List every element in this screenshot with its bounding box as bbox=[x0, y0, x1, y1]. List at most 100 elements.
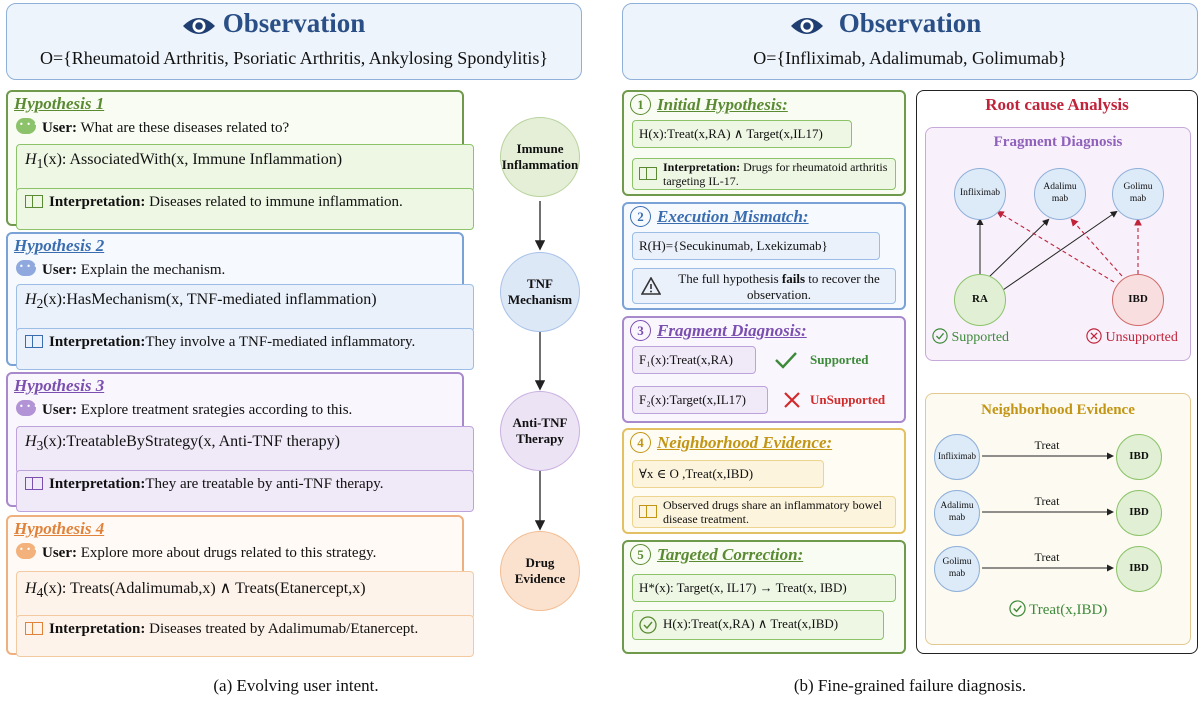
disease-node-ibd: IBD bbox=[1116, 546, 1162, 592]
left-observation-box: Observation O={Rheumatoid Arthritis, Pso… bbox=[6, 3, 582, 80]
eye-icon bbox=[791, 18, 823, 34]
chain-node-immune-inflammation: Immune Inflammation bbox=[500, 117, 580, 197]
edge-label: Treat bbox=[1034, 550, 1060, 564]
fragment-2: F₂(x):Target(x,IL17) bbox=[632, 386, 768, 414]
chat-bubble-icon bbox=[16, 260, 38, 276]
observation-set: O={Rheumatoid Arthritis, Psoriatic Arthr… bbox=[40, 48, 548, 68]
hypothesis-formula: H1(x): AssociatedWith(x, Immune Inflamma… bbox=[16, 144, 474, 192]
hypothesis-formula: H3(x):TreatableByStrategy(x, Anti-TNF th… bbox=[16, 426, 474, 474]
rca-title: Root cause Analysis bbox=[985, 95, 1129, 114]
fragment-panel-title: Fragment Diagnosis bbox=[993, 134, 1123, 150]
check-icon bbox=[775, 352, 797, 369]
hypothesis-title: Hypothesis 3 bbox=[14, 376, 105, 395]
drug-node-infliximab: Infliximab bbox=[934, 434, 980, 480]
book-icon bbox=[25, 195, 43, 208]
hypothesis-title: Hypothesis 2 bbox=[14, 236, 105, 255]
interpretation: Interpretation: Diseases treated by Adal… bbox=[16, 615, 474, 657]
warning-message: The full hypothesis fails to recover the… bbox=[632, 268, 896, 304]
neighborhood-panel-title: Neighborhood Evidence bbox=[981, 402, 1135, 418]
disease-node-ibd: IBD bbox=[1116, 434, 1162, 480]
user-query: User: What are these diseases related to… bbox=[16, 118, 289, 137]
hypothesis-formula: H2(x):HasMechanism(x, TNF-mediated infla… bbox=[16, 284, 474, 332]
hypothesis-3-box: Hypothesis 3 User: Explore treatment sra… bbox=[6, 372, 474, 512]
drug-node-golimumab: Golimu mab bbox=[1112, 168, 1164, 220]
edge-label: Treat bbox=[1034, 438, 1060, 452]
book-icon bbox=[25, 335, 43, 348]
interpretation: Interpretation: Diseases related to immu… bbox=[16, 188, 474, 230]
user-query: User: Explore treatment srategies accord… bbox=[16, 400, 352, 419]
chain-arrows bbox=[534, 201, 546, 531]
fragment-2-status: UnSupported bbox=[810, 392, 886, 407]
interpretation: Interpretation: Drugs for rheumatoid art… bbox=[632, 158, 896, 190]
hypothesis-formula: H(x):Treat(x,RA) ∧ Target(x,IL17) bbox=[632, 120, 852, 148]
chain-node-drug-evidence: Drug Evidence bbox=[500, 531, 580, 611]
drug-node-adalimumab: Adalimu mab bbox=[1034, 168, 1086, 220]
fragment-1: F₁(x):Treat(x,RA) bbox=[632, 346, 756, 374]
fragment-edges bbox=[976, 210, 1142, 293]
book-icon bbox=[25, 477, 43, 490]
drug-node-adalimumab: Adalimu mab bbox=[934, 490, 980, 536]
interpretation: Interpretation:They are treatable by ant… bbox=[16, 470, 474, 512]
check-circle-icon bbox=[1008, 600, 1026, 617]
disease-node-ibd: IBD bbox=[1116, 490, 1162, 536]
hypothesis-2-box: Hypothesis 2 User: Explain the mechanism… bbox=[6, 232, 474, 370]
warning-icon bbox=[641, 277, 661, 295]
drug-node-golimumab: Golimu mab bbox=[934, 546, 980, 592]
observation-set: O={Infliximab, Adalimumab, Golimumab} bbox=[753, 48, 1067, 68]
unsupported-label: Unsupported bbox=[1086, 328, 1178, 346]
neighborhood-conclusion: Treat(x,IBD) bbox=[926, 600, 1190, 619]
chat-bubble-icon bbox=[16, 118, 38, 134]
interpretation: Interpretation:They involve a TNF-mediat… bbox=[16, 328, 474, 370]
neighborhood-evidence-panel: Neighborhood Evidence Treat Treat Treat … bbox=[925, 393, 1191, 645]
chat-bubble-icon bbox=[16, 400, 38, 416]
chain-node-tnf-mechanism: TNF Mechanism bbox=[500, 252, 580, 332]
hypothesis-1-box: Hypothesis 1 User: What are these diseas… bbox=[6, 90, 474, 230]
step-number: 1 bbox=[630, 94, 651, 115]
chat-bubble-icon bbox=[16, 543, 38, 559]
cross-circle-icon bbox=[1086, 328, 1102, 344]
root-cause-analysis-box: Root cause Analysis Fragment Diagnosis I… bbox=[916, 90, 1198, 654]
step-number: 4 bbox=[630, 432, 651, 453]
correction-formula: H*(x): Target(x, IL17) → Treat(x, IBD) bbox=[632, 574, 896, 602]
caption-b: (b) Fine-grained failure diagnosis. bbox=[793, 676, 1027, 695]
neighborhood-edges bbox=[982, 452, 1114, 572]
disease-node-ibd: IBD bbox=[1112, 274, 1164, 326]
evidence-formula: ∀x ∈ O ,Treat(x,IBD) bbox=[632, 460, 824, 488]
supported-label: Supported bbox=[932, 328, 1009, 346]
fragment-diagnosis-panel: Fragment Diagnosis Infliximab Adalimu ma… bbox=[925, 127, 1191, 361]
drug-node-infliximab: Infliximab bbox=[954, 168, 1006, 220]
eye-icon bbox=[183, 18, 215, 34]
step-number: 2 bbox=[630, 206, 651, 227]
caption-a: (a) Evolving user intent. bbox=[213, 676, 379, 695]
book-icon bbox=[25, 622, 43, 635]
check-circle-icon bbox=[932, 328, 948, 344]
user-query: User: Explain the mechanism. bbox=[16, 260, 225, 279]
user-query: User: Explore more about drugs related t… bbox=[16, 543, 376, 562]
right-observation-box: Observation O={Infliximab, Adalimumab, G… bbox=[622, 3, 1198, 80]
edge-label: Treat bbox=[1034, 494, 1060, 508]
chain-node-anti-tnf-therapy: Anti-TNF Therapy bbox=[500, 391, 580, 471]
step-number: 5 bbox=[630, 544, 651, 565]
hypothesis-4-box: Hypothesis 4 User: Explore more about dr… bbox=[6, 515, 474, 657]
book-icon bbox=[639, 505, 657, 518]
observation-title: Observation bbox=[838, 8, 982, 38]
final-hypothesis: H(x):Treat(x,RA) ∧ Treat(x,IBD) bbox=[632, 610, 884, 640]
result-set: R(H)={Secukinumab, Lxekizumab} bbox=[632, 232, 880, 260]
book-icon bbox=[639, 167, 657, 180]
interpretation: Observed drugs share an inflammatory bow… bbox=[632, 496, 896, 528]
disease-node-ra: RA bbox=[954, 274, 1006, 326]
hypothesis-formula: H4(x): Treats(Adalimumab,x) ∧ Treats(Eta… bbox=[16, 571, 474, 619]
observation-title: Observation bbox=[222, 8, 366, 38]
hypothesis-title: Hypothesis 4 bbox=[14, 519, 105, 538]
cross-icon bbox=[784, 392, 800, 408]
